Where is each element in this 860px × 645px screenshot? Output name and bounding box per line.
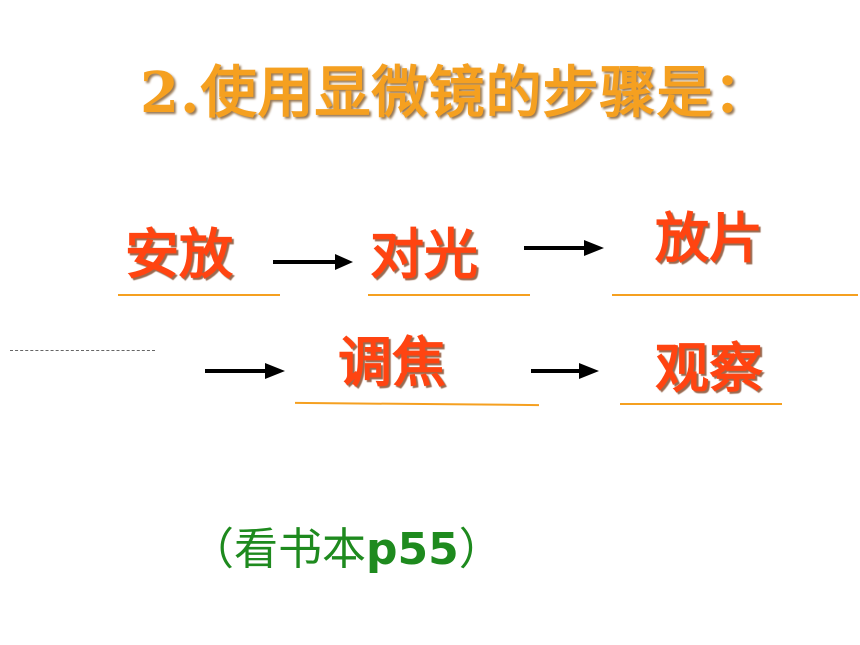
- slide-title: 2.使用显微镜的步骤是：: [140, 60, 771, 126]
- note-close-paren: ）: [458, 524, 503, 575]
- step-3-underline: [612, 294, 858, 296]
- step-2-text: 对光: [370, 223, 478, 286]
- step-5-text: 观察: [655, 337, 763, 400]
- note-open-paren: （: [190, 524, 234, 575]
- arrow-right-icon: [205, 363, 285, 379]
- step-4-underline: [294, 401, 540, 407]
- step-2-underline: [368, 294, 530, 296]
- textbook-reference: （看书本p55）: [190, 528, 503, 572]
- arrow-right-icon: [524, 240, 604, 256]
- arrow-right-icon: [531, 363, 599, 379]
- step-4-text: 调焦: [338, 331, 446, 394]
- step-5-underline: [620, 403, 782, 405]
- note-page: p55: [366, 524, 459, 575]
- arrow-right-icon: [273, 254, 353, 270]
- note-text: 看书本: [234, 524, 366, 575]
- step-3-text: 放片: [655, 207, 763, 270]
- step-1-underline: [118, 294, 280, 296]
- step-1-text: 安放: [125, 223, 233, 286]
- dashed-divider: [10, 350, 155, 352]
